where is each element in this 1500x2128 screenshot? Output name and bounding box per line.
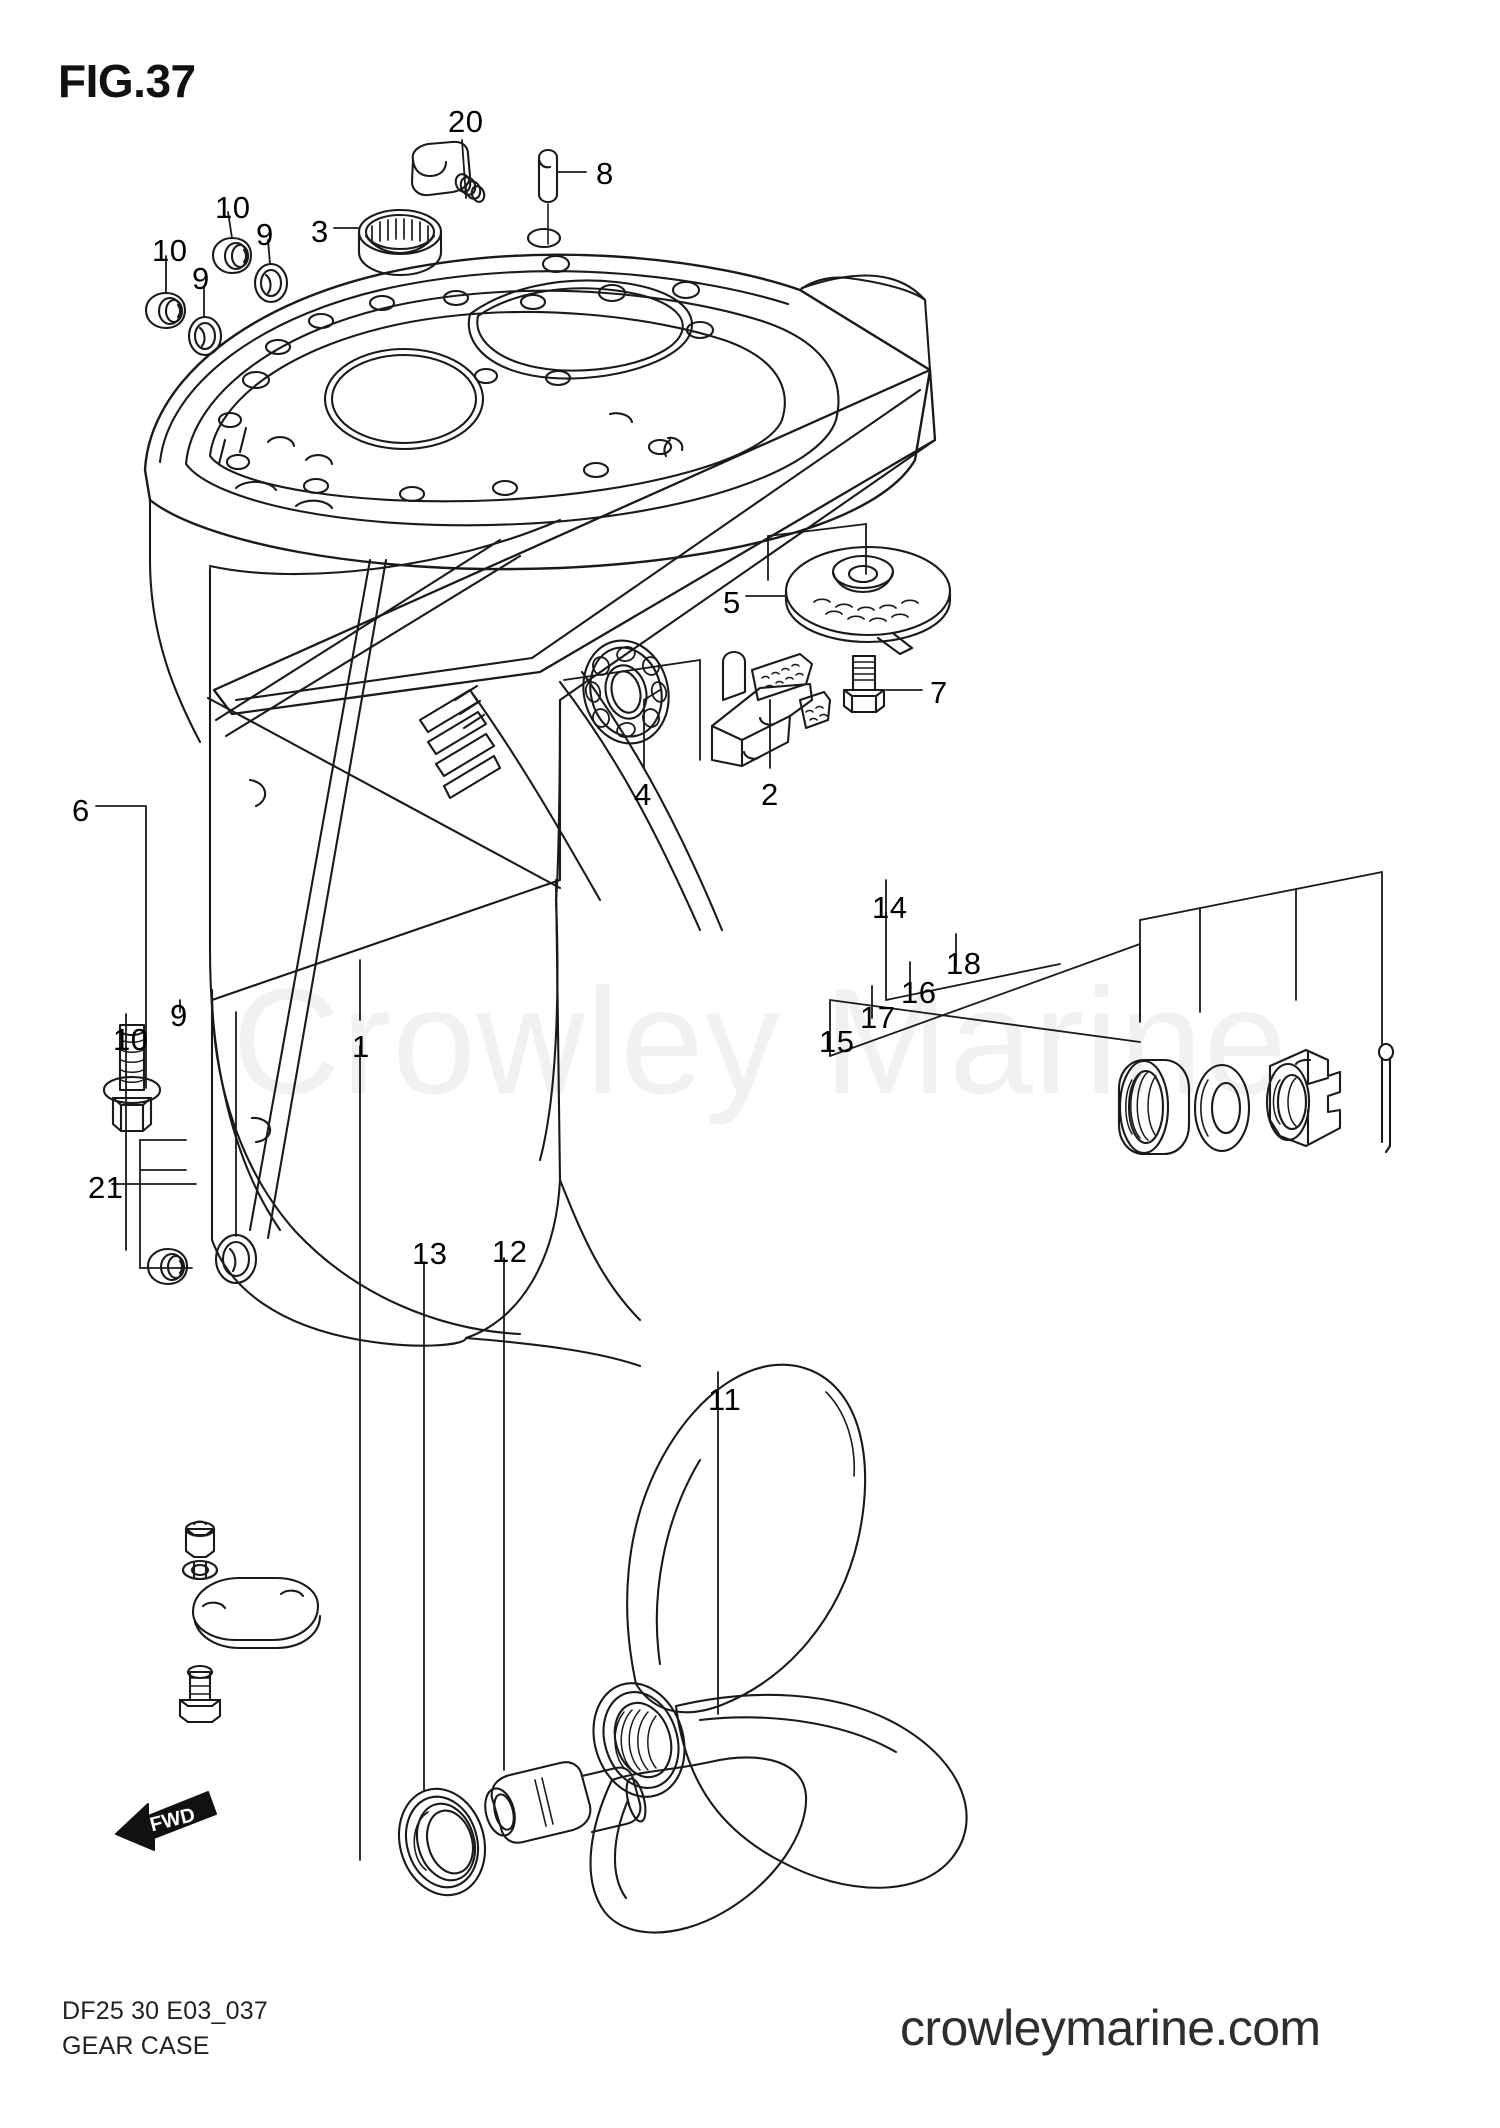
- part-12-spacer: [484, 1761, 647, 1844]
- part-7-hex-bolt: [842, 654, 886, 714]
- footer-identifier: DF25 30 E03_037 GEAR CASE: [62, 1994, 268, 2063]
- callout-10-upper: 10: [215, 190, 251, 225]
- site-logo: crowleymarine.com: [900, 2000, 1321, 2056]
- callout-9-left: 9: [192, 261, 210, 296]
- callout-15: 15: [819, 1024, 855, 1059]
- part-9-washer-left: [187, 315, 223, 357]
- part-6-flange-bolt: [102, 1023, 162, 1133]
- callout-12: 12: [492, 1234, 528, 1269]
- callout-20: 20: [448, 104, 484, 139]
- callout-21: 21: [88, 1170, 124, 1205]
- callout-18: 18: [946, 946, 982, 981]
- part-10-plug-lower: [146, 1247, 189, 1286]
- part-16-castle-nut: [1265, 1048, 1342, 1148]
- callout-1: 1: [352, 1029, 370, 1064]
- figure-title: FIG.37: [58, 55, 196, 107]
- part-20-grommet: [410, 140, 486, 203]
- callout-6: 6: [72, 793, 90, 828]
- callout-4: 4: [634, 777, 652, 812]
- callout-2: 2: [761, 777, 779, 812]
- model-code: DF25 30 E03_037: [62, 1997, 268, 2025]
- part-11-propeller: [589, 1363, 968, 1934]
- gear-case-body: [148, 368, 937, 1347]
- part-10-plug-upper: [211, 236, 253, 275]
- part-13-seal-ring: [397, 1787, 487, 1897]
- callout-14: 14: [872, 890, 908, 925]
- callout-10-left: 10: [152, 233, 188, 268]
- part-2-anode-bracket: [710, 650, 832, 768]
- callout-11: 11: [708, 1382, 742, 1417]
- part-3-needle-bearing: [357, 208, 443, 277]
- gear-case-upper-deck: [143, 227, 932, 571]
- part-17-washer: [1193, 1063, 1251, 1153]
- callout-9-lower: 9: [170, 998, 188, 1033]
- part-4-ball-bearing: [582, 639, 670, 745]
- assembly-name: GEAR CASE: [62, 2031, 210, 2060]
- callout-7: 7: [930, 675, 948, 710]
- part-8-dowel-pin: [537, 148, 559, 245]
- callout-5: 5: [723, 585, 741, 620]
- svg-text:FWD: FWD: [148, 1804, 198, 1836]
- part-10-plug-left: [144, 291, 187, 330]
- part-18-cotter-pin: [1377, 1042, 1395, 1154]
- leader-lines: [95, 139, 1383, 1861]
- callout-13: 13: [412, 1236, 448, 1271]
- callout-8: 8: [596, 156, 614, 191]
- part-21-trim-tab: [178, 1520, 322, 1724]
- part-9-washer-lower: [214, 1233, 258, 1285]
- callout-9-upper: 9: [256, 217, 274, 252]
- fwd-direction-icon: FWD: [112, 1778, 220, 1858]
- part-15-spacer-bushing: [1117, 1058, 1191, 1156]
- callout-10-lower: 10: [113, 1022, 149, 1057]
- callout-16: 16: [901, 975, 937, 1010]
- part-5-anode-plate: [784, 545, 952, 656]
- callout-17: 17: [860, 1000, 896, 1035]
- gear-case-torpedo: [464, 1178, 642, 1368]
- callout-3: 3: [311, 214, 329, 249]
- part-9-washer-upper: [253, 262, 289, 304]
- leader-lines-hardware: [829, 943, 1141, 1057]
